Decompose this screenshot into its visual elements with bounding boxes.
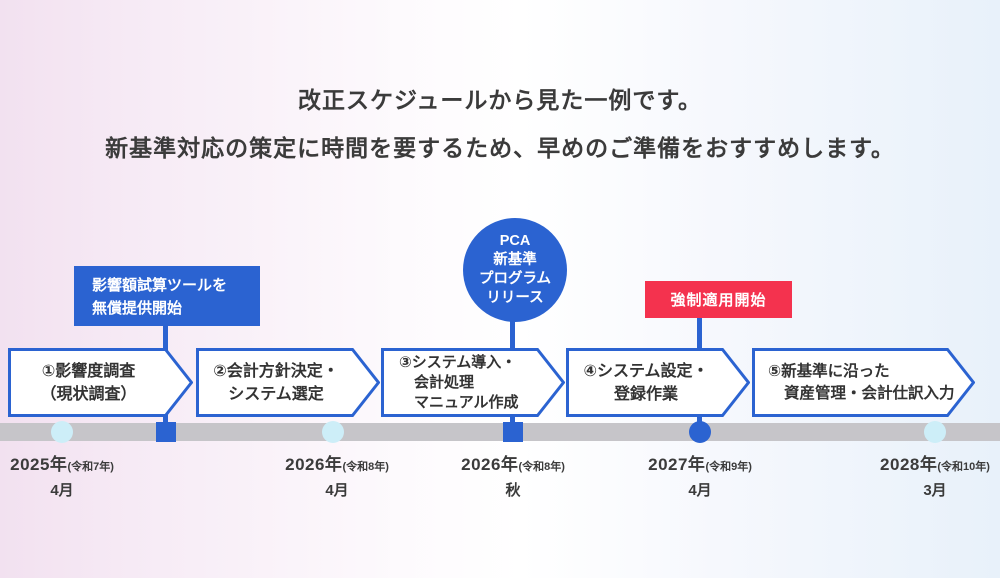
step-1-impact-survey: ①影響度調査 （現状調査） [8, 348, 193, 417]
milestone-marker-2028-mar [924, 421, 946, 443]
step-4-system-setup: ④システム設定・ 登録作業 [566, 348, 750, 417]
step-3-line-3: マニュアル作成 [414, 393, 519, 411]
step-2-policy-selection: ②会計方針決定・ システム選定 [196, 348, 380, 417]
date-era: (令和8年) [518, 461, 565, 473]
date-period: 4月 [688, 482, 712, 499]
date-period: 4月 [325, 482, 349, 499]
date-period: 4月 [50, 482, 74, 499]
date-era: (令和8年) [342, 461, 389, 473]
step-3-line-2: 会計処理 [414, 373, 475, 391]
arrow-shape [381, 348, 565, 417]
milestone-marker-2026-apr [322, 421, 344, 443]
badge-mandatory-label: 強制適用開始 [670, 292, 767, 309]
page-title: 改正スケジュールから見た一例です。 新基準対応の策定に時間を要するため、早めのご… [0, 76, 1000, 172]
step-4-line-1: ④システム設定・ [583, 362, 709, 380]
title-line-1: 改正スケジュールから見た一例です。 [297, 87, 703, 113]
callout-free-tool: 影響額試算ツールを 無償提供開始 [74, 266, 260, 326]
callout-pca-release: PCA 新基準 プログラム リリース [463, 218, 567, 322]
date-era: (令和7年) [67, 461, 114, 473]
step-4-line-2: 登録作業 [613, 385, 678, 403]
date-label-2026-autumn: 2026年(令和8年) 秋 [423, 450, 603, 500]
title-line-2: 新基準対応の策定に時間を要するため、早めのご準備をおすすめします。 [105, 135, 895, 161]
arrow-shape [8, 348, 193, 417]
step-3-line-1: ③システム導入・ [399, 353, 517, 371]
milestone-marker-free-tool [156, 422, 176, 442]
arrow-shape [752, 348, 975, 417]
step-5-line-1: ⑤新基準に沿った [768, 362, 890, 380]
date-era: (令和10年) [937, 461, 990, 473]
date-label-2027: 2027年(令和9年) 4月 [610, 450, 790, 500]
date-year: 2025年 [10, 455, 68, 474]
pca-line-1: PCA [499, 233, 531, 249]
milestone-marker-2025-apr [51, 421, 73, 443]
callout-free-tool-line-2: 無償提供開始 [92, 300, 183, 317]
milestone-marker-2027-apr [689, 421, 711, 443]
step-1-line-2: （現状調査） [40, 385, 137, 403]
timeline-bar [0, 423, 1000, 441]
arrow-shape [196, 348, 380, 417]
pca-line-3: プログラム [478, 271, 552, 287]
date-year: 2026年 [285, 455, 343, 474]
step-3-system-install: ③システム導入・ 会計処理 マニュアル作成 [381, 348, 565, 417]
step-5-new-standard-ops: ⑤新基準に沿った 資産管理・会計仕訳入力 [752, 348, 975, 417]
date-label-2025: 2025年(令和7年) 4月 [0, 450, 152, 500]
date-period: 3月 [923, 482, 947, 499]
date-year: 2028年 [880, 455, 938, 474]
date-label-2026-apr: 2026年(令和8年) 4月 [247, 450, 427, 500]
step-2-line-1: ②会計方針決定・ [213, 362, 339, 380]
badge-mandatory-start: 強制適用開始 [645, 281, 792, 318]
pca-line-2: 新基準 [493, 252, 537, 268]
step-2-line-2: システム選定 [228, 385, 324, 403]
date-label-2028: 2028年(令和10年) 3月 [845, 450, 1000, 500]
pca-line-4: リリース [486, 290, 544, 306]
arrow-shape [566, 348, 750, 417]
step-1-line-1: ①影響度調査 [41, 362, 136, 380]
date-year: 2027年 [648, 455, 706, 474]
callout-free-tool-line-1: 影響額試算ツールを [92, 277, 228, 294]
step-5-line-2: 資産管理・会計仕訳入力 [784, 384, 955, 402]
date-year: 2026年 [461, 455, 519, 474]
date-era: (令和9年) [705, 461, 752, 473]
date-period: 秋 [505, 482, 521, 499]
milestone-marker-pca-release [503, 422, 523, 442]
